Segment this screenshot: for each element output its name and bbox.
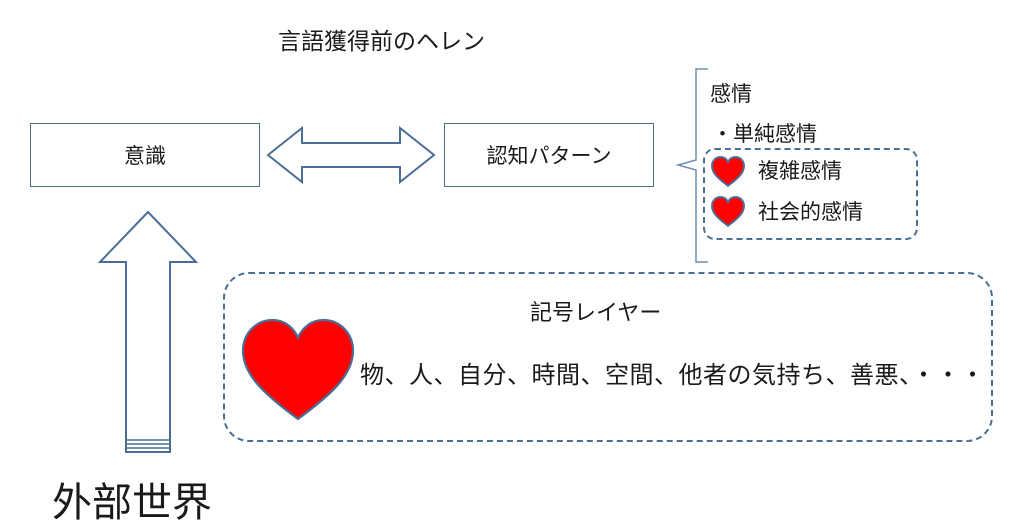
symbol-layer-title: 記号レイヤー [530, 301, 662, 326]
complex-emotion-row: 複雑感情 [710, 155, 842, 185]
cognitive-pattern-box: 認知パターン [444, 123, 654, 187]
heart-icon [711, 196, 745, 227]
heart-icon [241, 318, 355, 421]
social-emotion-label: 社会的感情 [758, 200, 863, 224]
complex-emotion-label: 複雑感情 [758, 159, 842, 183]
social-emotion-row: 社会的感情 [710, 196, 863, 226]
up-arrow-stripes [126, 439, 170, 449]
up-arrow-icon [97, 210, 199, 453]
simple-emotion: ・単純感情 [712, 122, 817, 146]
emotion-bracket [675, 68, 708, 263]
outside-world-label: 外部世界 [52, 480, 212, 526]
cognitive-pattern-label: 認知パターン [486, 144, 612, 168]
diagram-title: 言語獲得前のヘレン [278, 29, 485, 55]
symbol-layer-items: 物、人、自分、時間、空間、他者の気持ち、善悪、・・・ [360, 361, 985, 389]
complex-emotions-group [703, 148, 918, 240]
consciousness-label: 意識 [124, 144, 166, 168]
double-arrow-icon [266, 125, 436, 185]
emotion-title: 感情 [710, 82, 752, 106]
consciousness-box: 意識 [30, 123, 260, 187]
heart-icon [711, 156, 745, 187]
symbol-layer-box [223, 272, 993, 442]
